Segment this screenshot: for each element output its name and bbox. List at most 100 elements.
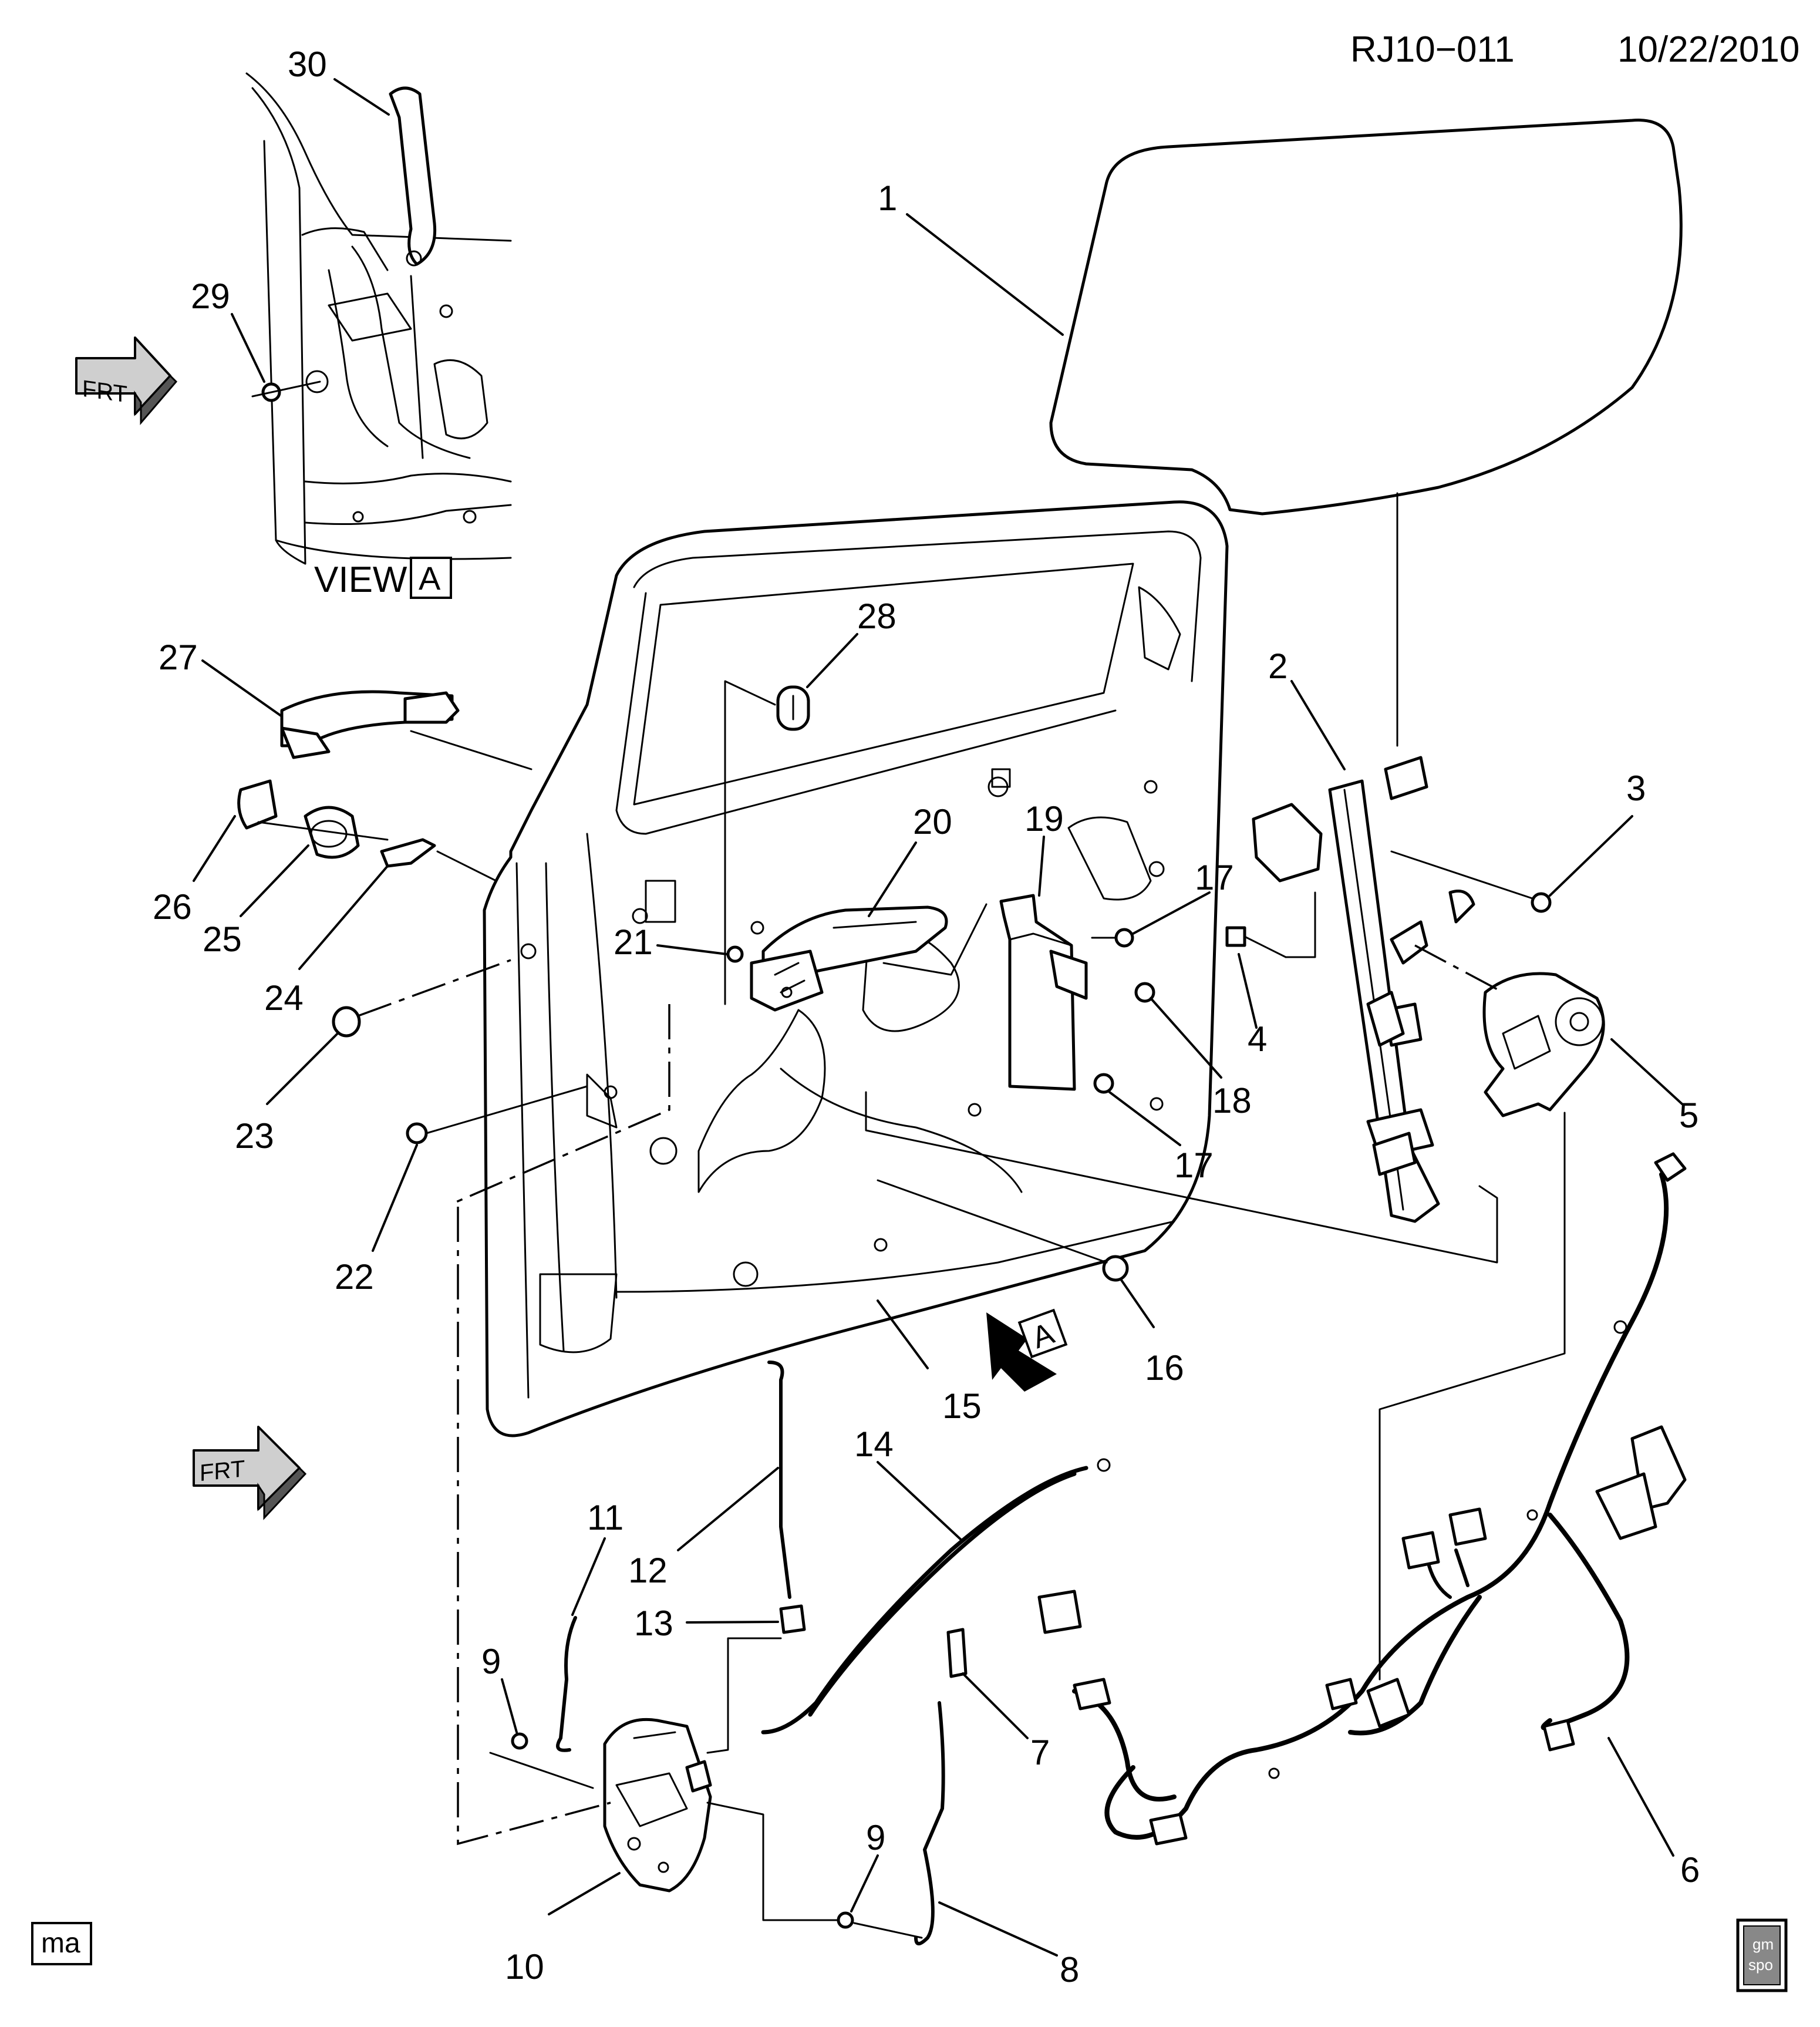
callout-29: 29 — [191, 277, 230, 316]
guide-16 — [877, 1179, 1108, 1264]
nut-21 — [726, 945, 744, 963]
bracket-19 — [999, 894, 1088, 1091]
callout-25: 25 — [203, 920, 242, 959]
leader-23 — [266, 1032, 339, 1105]
view-a-arrow: A — [986, 1308, 1068, 1392]
clip-9-lower — [837, 1911, 854, 1929]
plug-28 — [776, 685, 810, 731]
callout-17-lower: 17 — [1174, 1146, 1214, 1185]
corner-tag: ma — [41, 1928, 80, 1959]
clip-9-upper — [511, 1732, 528, 1750]
leader-19 — [1038, 836, 1045, 897]
front-arrow-top: FRT — [75, 336, 178, 426]
inside-handle-20 — [750, 905, 948, 1012]
guide-bolt-4 — [1285, 891, 1316, 958]
guide-regulator-door — [865, 1091, 1498, 1264]
corner-tag-box — [31, 1922, 92, 1965]
callout-12: 12 — [628, 1551, 668, 1590]
screw-17-upper — [1091, 928, 1134, 948]
wiring-harness-6 — [1037, 1152, 1687, 1846]
leader-25 — [240, 844, 309, 917]
callout-21: 21 — [614, 922, 653, 962]
guide-13 — [706, 1637, 782, 1754]
leader-2 — [1290, 680, 1346, 770]
guide-23 — [358, 959, 511, 1017]
leader-21 — [656, 944, 728, 955]
guide-28 — [724, 680, 776, 1005]
callout-4: 4 — [1248, 1019, 1267, 1059]
outside-handle — [280, 690, 460, 759]
front-arrow-top-label: FRT — [82, 375, 127, 408]
guide-9-lower — [853, 1922, 923, 1939]
leader-26 — [193, 815, 236, 882]
leader-9-upper — [501, 1678, 518, 1733]
leader-28 — [806, 633, 858, 688]
diagram-date: 10/22/2010 — [1617, 29, 1799, 70]
leader-8 — [938, 1901, 1058, 1957]
callout-23: 23 — [235, 1116, 274, 1156]
callout-17-upper: 17 — [1195, 858, 1234, 897]
callout-27: 27 — [159, 638, 198, 677]
window-regulator-2 — [1252, 756, 1475, 1223]
callout-7: 7 — [1030, 1733, 1050, 1772]
leader-18 — [1150, 997, 1222, 1079]
callout-19: 19 — [1024, 799, 1064, 839]
callout-11: 11 — [587, 1498, 623, 1537]
leader-4 — [1238, 953, 1258, 1029]
clip-13 — [779, 1604, 806, 1634]
leader-3 — [1549, 815, 1633, 897]
door-latch-10 — [603, 1718, 712, 1893]
rod-11 — [556, 1616, 577, 1752]
callout-24: 24 — [264, 978, 304, 1018]
handle-cap-26 — [237, 779, 278, 830]
callout-2: 2 — [1268, 647, 1288, 686]
guide-24 — [436, 850, 497, 882]
logo-line1: gm — [1752, 1935, 1774, 1953]
view-label: VIEW — [314, 560, 407, 600]
callout-13: 13 — [634, 1604, 673, 1643]
leader-22 — [372, 1144, 418, 1252]
leader-14 — [877, 1461, 964, 1543]
guide-motor — [1414, 944, 1504, 994]
door-panel — [483, 500, 1229, 1437]
screw-17-lower — [1093, 1073, 1114, 1094]
callout-18: 18 — [1212, 1081, 1252, 1120]
guide-handle — [410, 730, 532, 770]
leader-27 — [201, 659, 283, 718]
screw-18 — [1134, 982, 1155, 1003]
bolt-22 — [406, 1085, 588, 1144]
callout-16: 16 — [1145, 1348, 1184, 1388]
callout-30: 30 — [288, 45, 327, 84]
guide-20 — [882, 903, 987, 976]
nut-16 — [1102, 1255, 1129, 1282]
window-motor-5 — [1482, 972, 1605, 1117]
callout-20: 20 — [913, 802, 952, 841]
rod-end-7 — [946, 1628, 968, 1678]
gm-spo-logo: gm spo — [1736, 1918, 1788, 1992]
guide-latch-top — [451, 1004, 670, 1205]
front-arrow-bottom-label: FRT — [200, 1456, 245, 1486]
leader-29-b — [251, 381, 321, 398]
bolt-3 — [1390, 850, 1552, 913]
callout-15: 15 — [942, 1386, 982, 1426]
cable-14 — [761, 1466, 1088, 1735]
leader-6 — [1607, 1737, 1674, 1857]
callout-14: 14 — [854, 1425, 894, 1464]
guide-motor-harness — [1379, 1112, 1566, 1681]
callout-8: 8 — [1060, 1950, 1079, 1989]
handle-bezel-24 — [380, 838, 436, 868]
leader-7 — [962, 1672, 1029, 1739]
view-label-box — [410, 557, 452, 599]
callout-26: 26 — [153, 887, 192, 927]
callout-5: 5 — [1679, 1096, 1698, 1135]
guide-latch-left — [457, 1207, 611, 1846]
leader-24 — [298, 865, 389, 970]
leader-20 — [868, 841, 917, 917]
guide-25 — [257, 821, 389, 841]
callout-1: 1 — [878, 179, 897, 218]
logo-line2: spo — [1748, 1956, 1773, 1974]
bolt-4 — [1225, 926, 1287, 958]
callout-22: 22 — [335, 1257, 374, 1297]
leader-17-upper — [1132, 891, 1211, 935]
